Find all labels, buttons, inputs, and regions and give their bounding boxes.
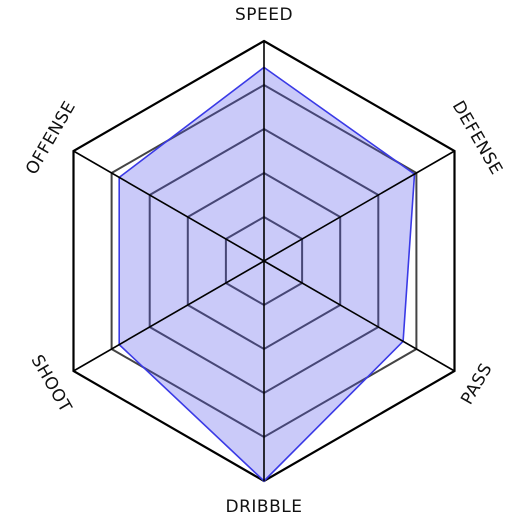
spoke-offense [73,150,265,262]
axis-label-shoot: SHOOT [27,352,76,417]
axis-label-offense: OFFENSE [22,98,80,179]
spoke-pass [263,260,455,372]
axis-label-dribble: DRIBBLE [226,497,303,517]
grid-spokes [73,41,455,481]
axis-label-speed: SPEED [235,5,293,25]
axis-label-pass: PASS [457,360,497,408]
spoke-shoot [73,260,265,372]
axis-label-defense: DEFENSE [448,97,506,178]
spoke-defense [263,150,455,262]
